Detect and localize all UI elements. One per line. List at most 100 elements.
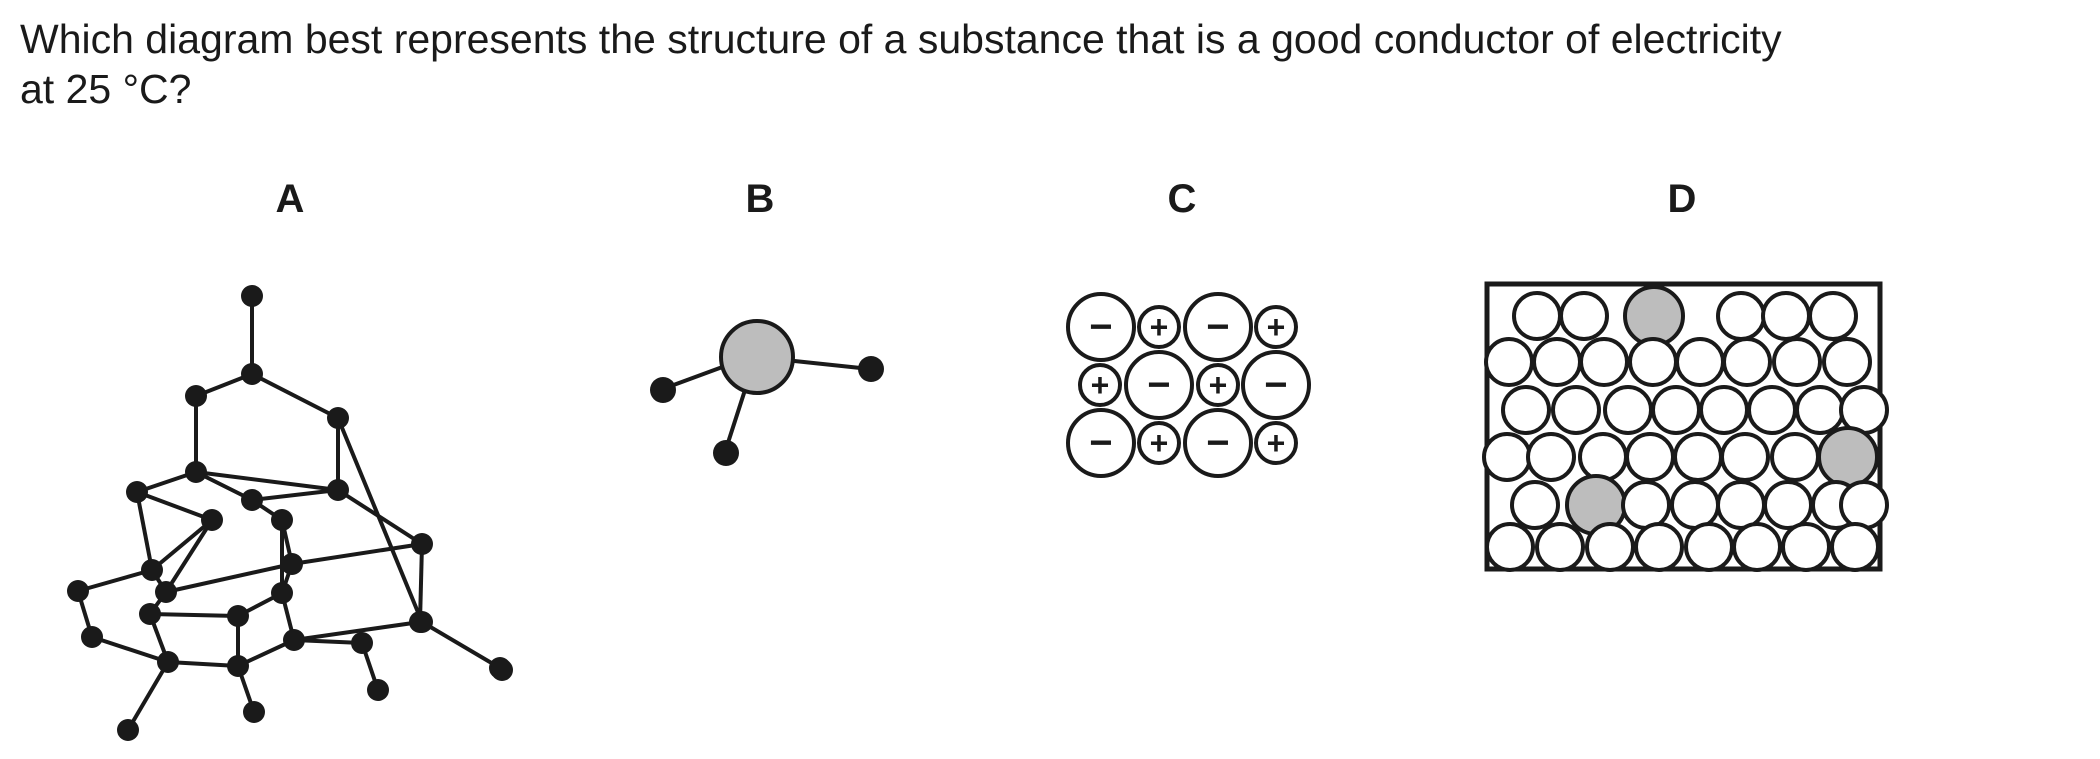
- cation-sign: +: [1209, 367, 1228, 403]
- network-atom: [155, 581, 177, 603]
- white-atom: [1485, 522, 1535, 572]
- white-atom: [1808, 291, 1858, 341]
- question-line-1: Which diagram best represents the struct…: [20, 16, 1782, 62]
- network-bond: [150, 518, 214, 572]
- white-atom: [1482, 432, 1532, 482]
- cation: [1254, 305, 1298, 349]
- network-bond: [251, 488, 339, 502]
- cation-sign: +: [1267, 309, 1286, 345]
- network-atom: [185, 461, 207, 483]
- cation-sign: +: [1150, 425, 1169, 461]
- molecule-atom: [713, 440, 739, 466]
- white-atom: [1781, 522, 1831, 572]
- anion-sign: −: [1089, 305, 1112, 349]
- network-atom: [271, 582, 293, 604]
- network-atom: [283, 629, 305, 651]
- white-atom: [1526, 432, 1576, 482]
- network-bond: [126, 660, 170, 732]
- network-atom: [67, 580, 89, 602]
- network-atom: [411, 611, 433, 633]
- option-a-label: A: [275, 177, 305, 221]
- network-bond: [77, 568, 153, 593]
- white-atom: [1795, 385, 1845, 435]
- network-atom: [201, 509, 223, 531]
- cation-sign: +: [1150, 309, 1169, 345]
- network-bond: [91, 635, 169, 664]
- network-atom: [117, 719, 139, 741]
- cation: [1078, 363, 1122, 407]
- network-bond: [420, 620, 502, 670]
- network-bond: [135, 491, 154, 571]
- anion-sign: −: [1206, 421, 1229, 465]
- network-atom: [126, 481, 148, 503]
- cation: [1137, 421, 1181, 465]
- network-bond: [293, 620, 421, 642]
- white-atom: [1634, 522, 1684, 572]
- network-bond: [149, 612, 239, 618]
- network-atom: [327, 407, 349, 429]
- question-line-2: at 25 °C?: [20, 66, 192, 112]
- question-text: Which diagram best represents the struct…: [20, 14, 2080, 114]
- white-atom: [1716, 480, 1766, 530]
- cation: [1254, 421, 1298, 465]
- anion: [1183, 292, 1253, 362]
- network-atom: [327, 479, 349, 501]
- white-atom: [1675, 337, 1725, 387]
- anion: [1124, 350, 1194, 420]
- network-atom: [157, 651, 179, 673]
- network-bond: [291, 542, 423, 566]
- white-atom: [1501, 385, 1551, 435]
- white-atom: [1670, 480, 1720, 530]
- white-atom: [1772, 337, 1822, 387]
- network-atom: [139, 603, 161, 625]
- network-atom: [351, 632, 373, 654]
- anion-sign: −: [1264, 363, 1287, 407]
- cation: [1196, 363, 1240, 407]
- option-d-label: D: [1667, 177, 1697, 221]
- cation-sign: +: [1267, 425, 1286, 461]
- network-bond: [195, 470, 339, 492]
- network-bond: [165, 562, 293, 594]
- white-atom: [1512, 291, 1562, 341]
- gray-atom: [1623, 285, 1685, 347]
- white-atom: [1535, 522, 1585, 572]
- network-atom: [241, 489, 263, 511]
- white-atom: [1510, 480, 1560, 530]
- network-bond: [251, 372, 339, 420]
- molecule-central-atom: [719, 319, 795, 395]
- white-atom: [1651, 385, 1701, 435]
- network-atom: [81, 626, 103, 648]
- white-atom: [1532, 337, 1582, 387]
- option-c-label: C: [1167, 177, 1197, 221]
- network-atom: [281, 553, 303, 575]
- network-atom: [491, 659, 513, 681]
- anion: [1066, 408, 1136, 478]
- network-atom: [227, 655, 249, 677]
- white-atom: [1722, 337, 1772, 387]
- white-atom: [1684, 522, 1734, 572]
- network-bond: [164, 518, 214, 594]
- white-atom: [1559, 291, 1609, 341]
- white-atom: [1673, 432, 1723, 482]
- white-atom: [1625, 432, 1675, 482]
- molecule-atom: [858, 356, 884, 382]
- network-atom: [241, 363, 263, 385]
- network-atom: [227, 605, 249, 627]
- anion: [1066, 292, 1136, 362]
- white-atom: [1716, 291, 1766, 341]
- white-atom: [1770, 432, 1820, 482]
- white-atom: [1628, 337, 1678, 387]
- network-bond: [293, 638, 363, 645]
- option-b-label: B: [745, 177, 775, 221]
- anion: [1241, 350, 1311, 420]
- network-bond: [167, 660, 239, 668]
- white-atom: [1603, 385, 1653, 435]
- anion-sign: −: [1089, 421, 1112, 465]
- white-atom: [1621, 480, 1671, 530]
- cation-sign: +: [1091, 367, 1110, 403]
- network-bond: [136, 490, 213, 522]
